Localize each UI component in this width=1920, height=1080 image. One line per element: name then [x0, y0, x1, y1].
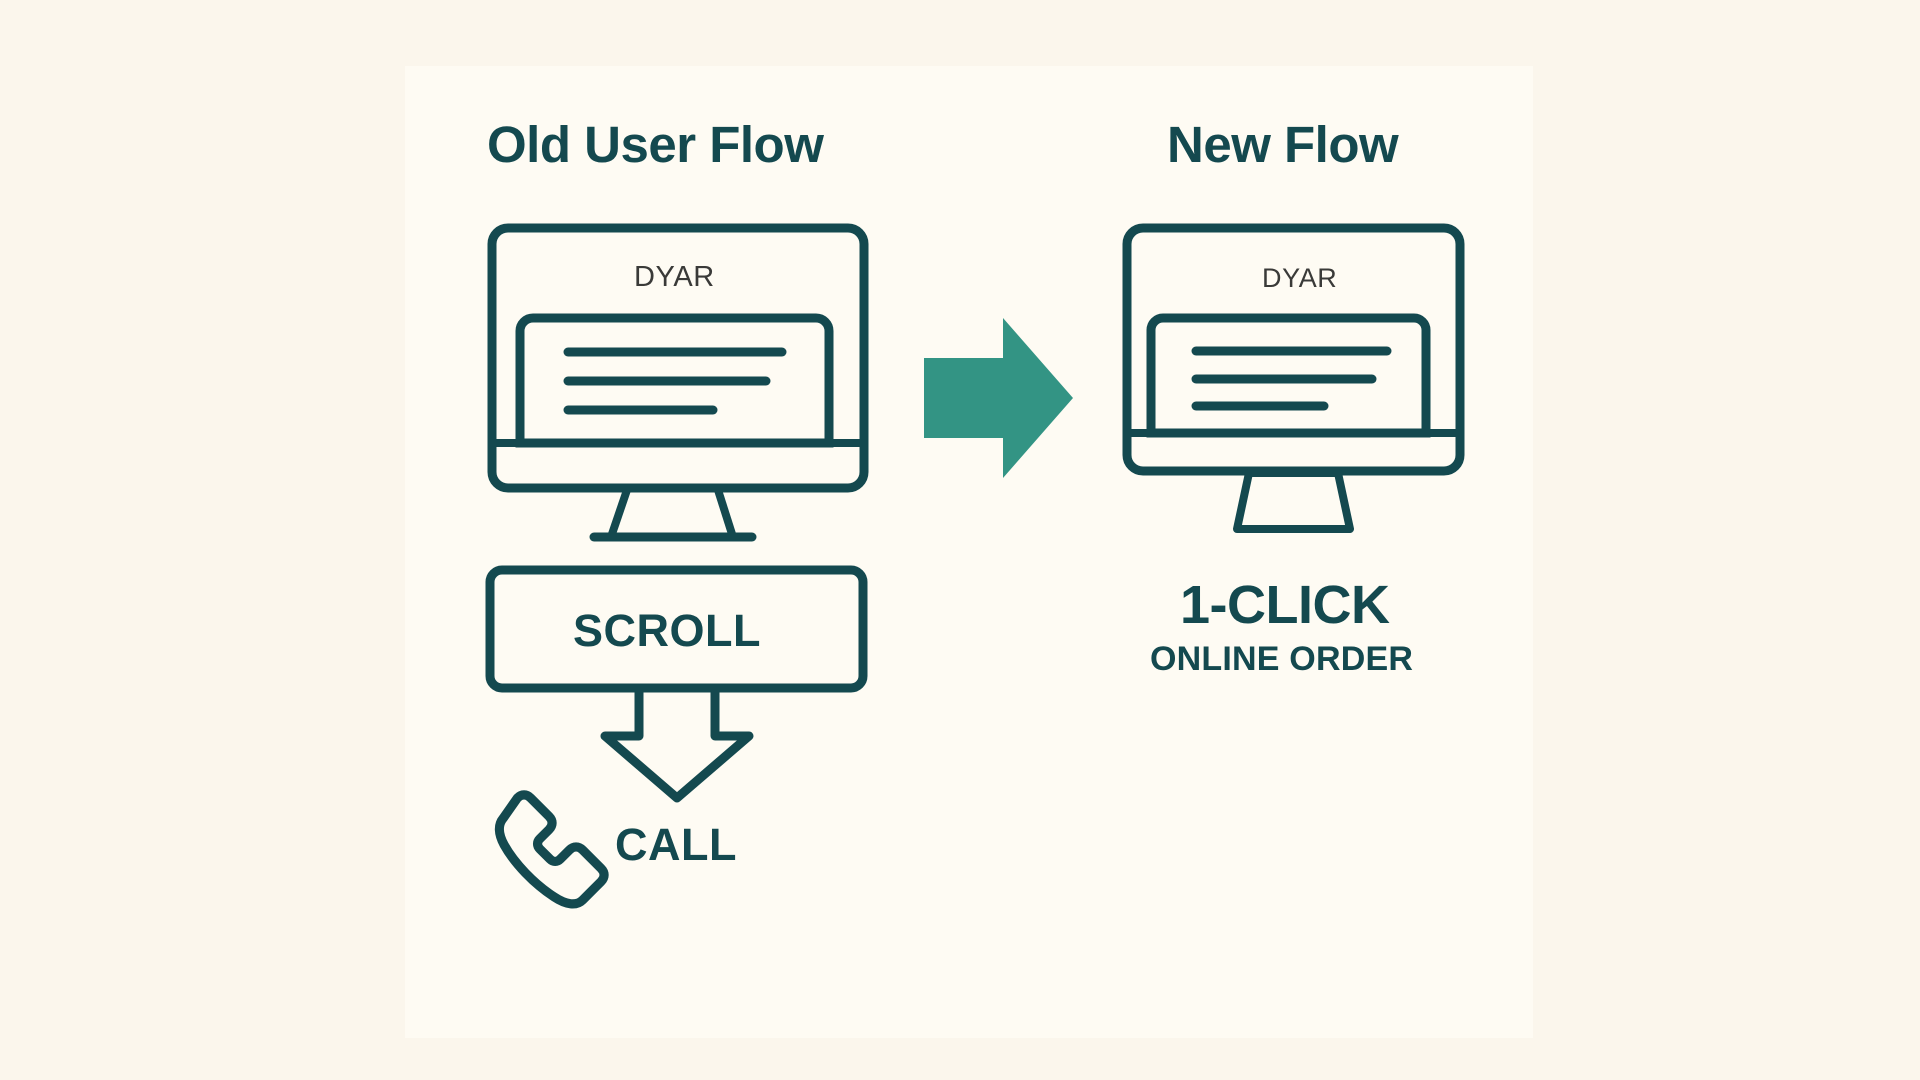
transition-arrow-right-icon [924, 318, 1073, 478]
new-flow-subhead: ONLINE ORDER [1150, 640, 1414, 678]
old-flow-title: Old User Flow [487, 116, 824, 173]
scroll-step-label: SCROLL [573, 605, 761, 656]
monitor-stand-trapezoid [1233, 469, 1354, 533]
monitor-stand-leg-left [608, 488, 631, 536]
old-flow-monitor-icon [487, 223, 869, 542]
new-monitor-screen-label: DYAR [1262, 263, 1338, 293]
phone-handset-icon [494, 790, 609, 909]
new-flow-headline: 1-CLICK [1180, 575, 1390, 635]
new-flow-title: New Flow [1167, 116, 1399, 173]
scroll-step-box [485, 565, 868, 693]
flow-arrow-down-icon [600, 688, 754, 803]
monitor-stand-leg-right [714, 488, 736, 536]
monitor-outer-frame [487, 223, 869, 493]
new-flow-monitor-icon [1122, 223, 1465, 533]
old-monitor-screen-label: DYAR [634, 261, 715, 293]
call-step-label: CALL [615, 819, 737, 870]
